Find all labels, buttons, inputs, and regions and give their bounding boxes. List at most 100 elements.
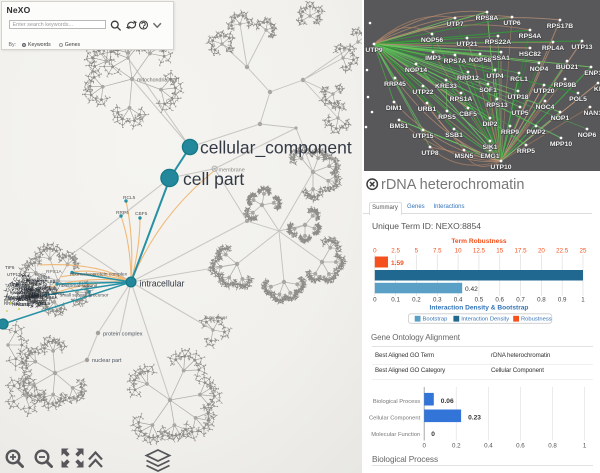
svg-text:0.2: 0.2 — [452, 443, 461, 450]
svg-text:UTP18: UTP18 — [507, 94, 528, 101]
svg-text:SIK1: SIK1 — [482, 144, 497, 151]
svg-text:intracellular: intracellular — [140, 279, 185, 289]
svg-text:0.4: 0.4 — [484, 443, 493, 450]
svg-text:RPF2: RPF2 — [25, 281, 38, 287]
svg-text:small subunit precursor: small subunit precursor — [60, 293, 109, 298]
svg-text:0.4: 0.4 — [454, 297, 463, 304]
svg-text:17.5: 17.5 — [514, 248, 527, 255]
svg-text:CBF5: CBF5 — [135, 211, 148, 217]
svg-text:RPL8B: RPL8B — [41, 279, 56, 284]
svg-text:DRS1: DRS1 — [53, 291, 65, 296]
svg-text:NIP7: NIP7 — [34, 294, 42, 298]
svg-text:BUD21: BUD21 — [556, 64, 579, 71]
svg-text:mitochondrial part: mitochondrial part — [137, 78, 180, 84]
svg-text:20: 20 — [538, 248, 545, 255]
svg-text:RPL5: RPL5 — [38, 301, 50, 307]
svg-text:RPF2: RPF2 — [4, 298, 15, 303]
svg-text:Interaction Density: Interaction Density — [461, 317, 509, 323]
svg-text:YTM1: YTM1 — [11, 287, 23, 292]
svg-text:UTP4: UTP4 — [486, 73, 504, 80]
svg-text:RPS24A: RPS24A — [16, 287, 30, 291]
svg-text:15: 15 — [496, 248, 503, 255]
svg-text:NOP4: NOP4 — [32, 293, 44, 298]
svg-text:NOP58: NOP58 — [16, 302, 32, 308]
svg-text:RPS4B: RPS4B — [21, 294, 36, 299]
svg-text:SOF1: SOF1 — [479, 87, 497, 94]
svg-text:RPL16A: RPL16A — [23, 293, 39, 298]
svg-text:RPL5: RPL5 — [29, 288, 41, 293]
svg-text:RPL4A: RPL4A — [542, 45, 564, 52]
svg-text:MSN5: MSN5 — [455, 153, 474, 160]
svg-text:TIF6: TIF6 — [9, 282, 19, 287]
svg-text:MPP10: MPP10 — [550, 141, 573, 148]
svg-text:RLP24: RLP24 — [37, 293, 50, 298]
svg-text:RRP5: RRP5 — [517, 148, 535, 155]
svg-text:RPS5: RPS5 — [438, 114, 456, 121]
svg-text:RPL11B: RPL11B — [35, 290, 49, 294]
svg-text:NOP4: NOP4 — [530, 66, 549, 73]
svg-text:NOP12: NOP12 — [24, 288, 38, 293]
svg-text:NOP12: NOP12 — [10, 296, 22, 300]
svg-text:0.3: 0.3 — [433, 297, 442, 304]
svg-text:RPS1A: RPS1A — [46, 269, 63, 275]
svg-text:ribosomal subunit: ribosomal subunit — [59, 283, 98, 289]
svg-text:HSC82: HSC82 — [519, 51, 541, 58]
svg-text:RPL6B: RPL6B — [21, 286, 33, 290]
svg-text:RPS17B: RPS17B — [547, 23, 574, 30]
svg-text:0.8: 0.8 — [537, 297, 546, 304]
svg-text:UTP15: UTP15 — [412, 133, 433, 140]
svg-text:CBF5: CBF5 — [459, 111, 477, 118]
svg-text:1.59: 1.59 — [391, 260, 404, 267]
svg-text:NSA2: NSA2 — [18, 298, 28, 302]
svg-text:NOC2: NOC2 — [35, 301, 47, 306]
svg-text:RPL25: RPL25 — [46, 289, 57, 293]
svg-text:0.5: 0.5 — [475, 297, 484, 304]
svg-text:ribonucleoprotein complex: ribonucleoprotein complex — [70, 272, 128, 278]
svg-text:RPL20B: RPL20B — [22, 294, 39, 299]
svg-text:RPL35A: RPL35A — [36, 287, 51, 291]
svg-text:25: 25 — [580, 248, 587, 255]
svg-text:0.1: 0.1 — [391, 297, 400, 304]
svg-text:UTP8: UTP8 — [421, 150, 439, 157]
svg-text:RCL5: RCL5 — [123, 195, 136, 201]
svg-text:RLP7: RLP7 — [21, 279, 31, 284]
svg-text:RSA4: RSA4 — [28, 299, 39, 304]
svg-text:NOP2: NOP2 — [30, 290, 40, 294]
svg-text:UTP5: UTP5 — [511, 110, 529, 117]
svg-text:NOC4: NOC4 — [536, 104, 555, 111]
svg-text:UTP7: UTP7 — [446, 21, 464, 28]
svg-text:IMP3: IMP3 — [425, 55, 441, 62]
svg-text:10: 10 — [455, 248, 462, 255]
svg-text:SSB1: SSB1 — [445, 132, 463, 139]
svg-text:0.7: 0.7 — [516, 297, 525, 304]
svg-text:ERB1: ERB1 — [14, 298, 23, 302]
svg-text:RPS1A: RPS1A — [450, 96, 473, 103]
svg-text:UTP6: UTP6 — [503, 20, 521, 27]
svg-text:RLP7: RLP7 — [26, 296, 36, 300]
svg-text:1: 1 — [581, 297, 585, 304]
svg-text:UTP22: UTP22 — [412, 89, 433, 96]
svg-text:RPS13: RPS13 — [486, 102, 508, 109]
svg-text:UTP20: UTP20 — [533, 88, 554, 95]
svg-text:0: 0 — [431, 431, 435, 438]
svg-text:KRE1: KRE1 — [594, 86, 600, 93]
svg-text:outer power: outer power — [205, 315, 228, 320]
svg-text:UTP13: UTP13 — [7, 272, 21, 277]
svg-text:cell part: cell part — [183, 169, 244, 189]
svg-text:0: 0 — [373, 297, 377, 304]
svg-text:PUF6: PUF6 — [37, 278, 47, 282]
svg-text:protein complex: protein complex — [103, 332, 143, 338]
svg-text:cellular_component: cellular_component — [200, 138, 352, 159]
svg-text:nuclear part: nuclear part — [92, 358, 122, 364]
svg-text:RRP9: RRP9 — [501, 129, 519, 136]
svg-text:MAK21: MAK21 — [6, 295, 22, 300]
svg-text:RPS8B: RPS8B — [32, 299, 46, 304]
svg-text:Bootstrap: Bootstrap — [423, 317, 448, 323]
svg-text:RPL7A: RPL7A — [19, 285, 31, 289]
svg-text:22.5: 22.5 — [556, 248, 569, 255]
svg-text:PWP2: PWP2 — [526, 129, 545, 136]
svg-text:NOP15: NOP15 — [16, 297, 32, 302]
svg-text:BRX1: BRX1 — [27, 300, 39, 305]
svg-text:NOP7: NOP7 — [38, 285, 51, 290]
svg-text:RPL4B: RPL4B — [26, 295, 40, 300]
